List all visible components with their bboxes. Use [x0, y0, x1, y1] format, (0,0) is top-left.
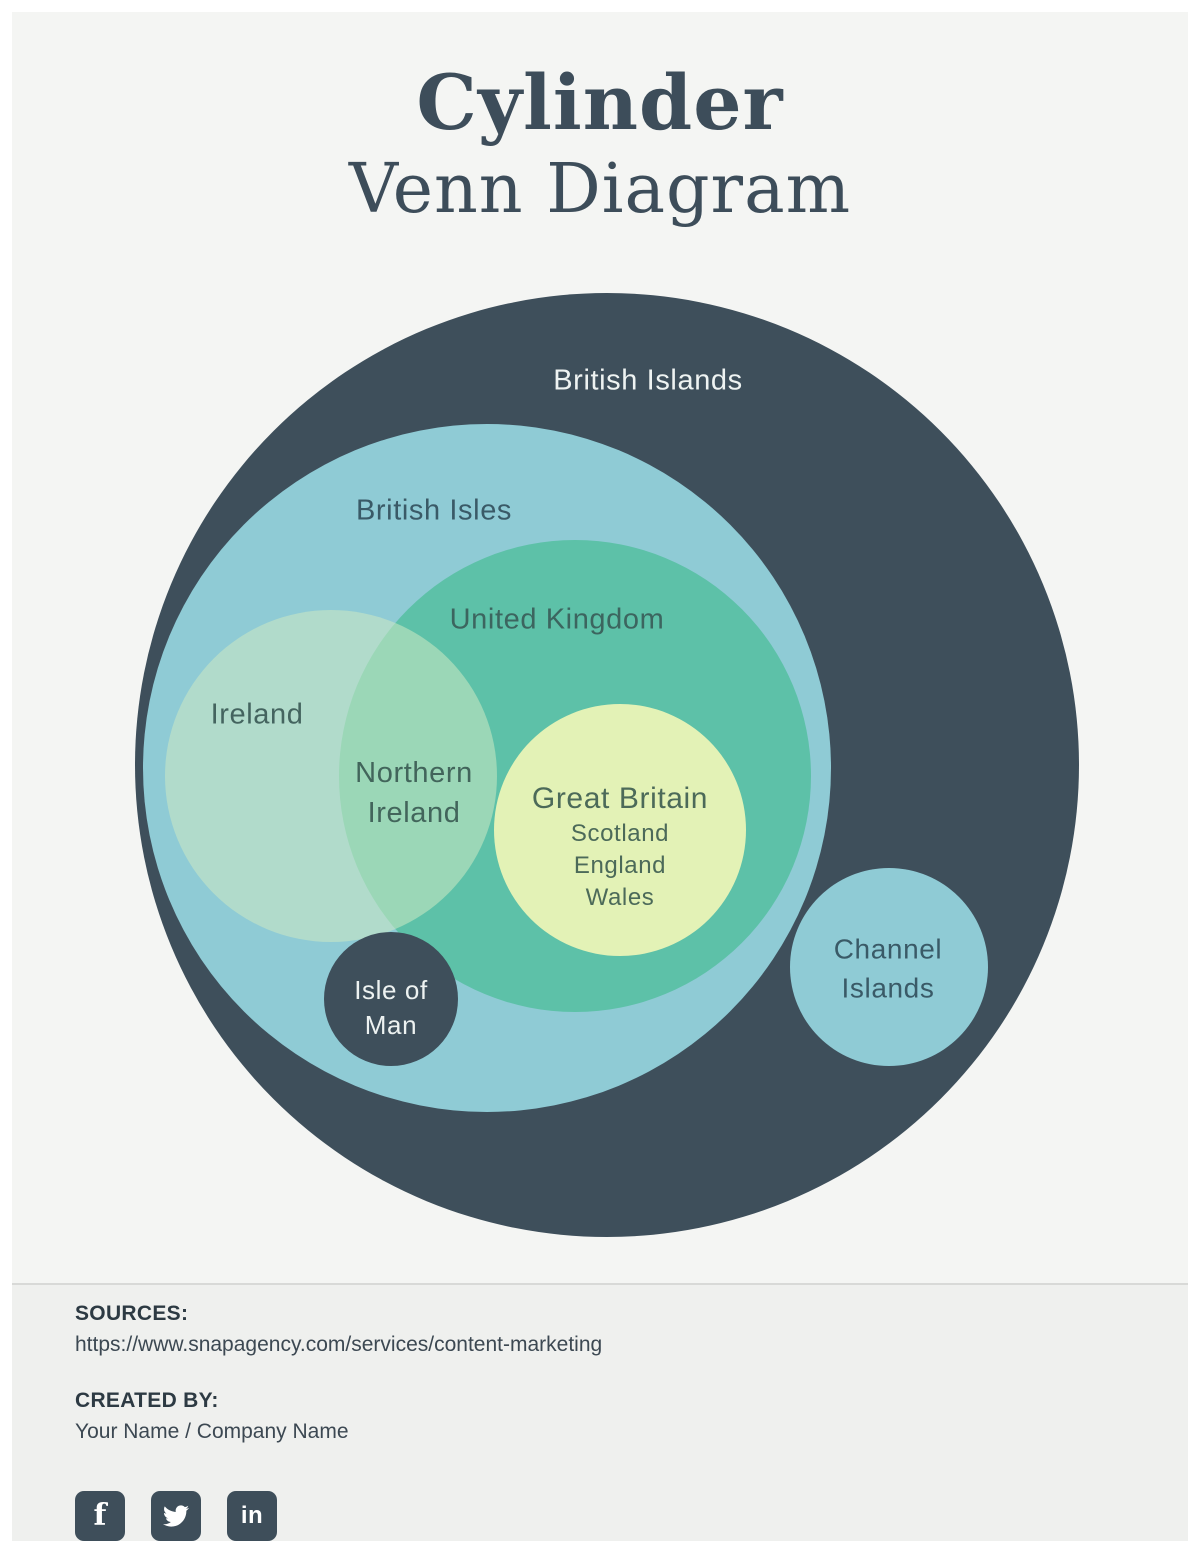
- label-channel-islands: Channel Islands: [833, 933, 943, 1003]
- circle-ireland: [165, 610, 497, 942]
- facebook-button[interactable]: f: [75, 1491, 125, 1541]
- linkedin-icon: in: [240, 1502, 264, 1529]
- circle-isle-of-man: [324, 932, 458, 1066]
- page-title-bold: Cylinder: [416, 58, 784, 147]
- linkedin-button[interactable]: in: [227, 1491, 277, 1541]
- twitter-button[interactable]: [151, 1491, 201, 1541]
- label-wales: Wales: [585, 884, 655, 912]
- social-links: f in: [75, 1491, 277, 1541]
- label-british-isles: British Isles: [355, 494, 513, 527]
- label-scotland: Scotland: [570, 819, 670, 847]
- created-by-value: Your Name / Company Name: [75, 1420, 349, 1443]
- label-isle-of-man: Isle of Man: [354, 974, 428, 1040]
- footer-background: [12, 1283, 1188, 1541]
- sources-url[interactable]: https://www.snapagency.com/services/cont…: [75, 1333, 603, 1356]
- label-british-islands: British Islands: [553, 364, 743, 397]
- sources-label: SOURCES:: [75, 1302, 189, 1325]
- label-great-britain: Great Britain: [531, 782, 709, 815]
- page-title-regular: Venn Diagram: [348, 150, 852, 229]
- label-ireland: Ireland: [210, 698, 304, 731]
- circle-great-britain: [494, 704, 746, 956]
- facebook-icon: f: [93, 1498, 107, 1533]
- label-united-kingdom: United Kingdom: [449, 603, 665, 636]
- circle-channel-islands: [790, 868, 988, 1066]
- label-northern-ireland: Northern Ireland: [355, 756, 473, 829]
- created-by-label: CREATED BY:: [75, 1389, 219, 1412]
- twitter-icon: [163, 1505, 189, 1527]
- label-great-britain-members: Scotland England Wales: [571, 818, 669, 914]
- label-england: England: [573, 851, 667, 879]
